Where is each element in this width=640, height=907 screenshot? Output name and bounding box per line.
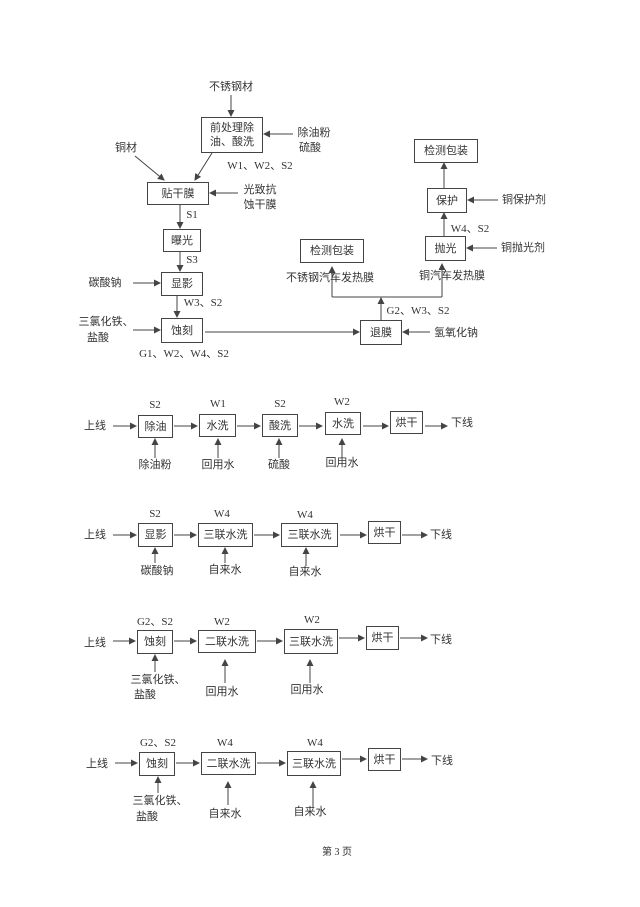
step-input: 自来水 xyxy=(293,805,327,818)
step-input: 回用水 xyxy=(290,683,324,696)
step-input: 碳酸钠 xyxy=(140,564,174,577)
step-box: 蚀刻 xyxy=(137,630,173,654)
flow-start: 上线 xyxy=(86,757,108,770)
step-emission: W4 xyxy=(307,737,323,749)
flow-end: 下线 xyxy=(430,528,452,541)
sulfuric-acid-label: 硫酸 xyxy=(299,141,321,154)
step-emission: S2 xyxy=(149,508,161,520)
flow-start: 上线 xyxy=(84,419,106,432)
sodium-carbonate-label: 碳酸钠 xyxy=(88,276,122,289)
step-input: 自来水 xyxy=(208,807,242,820)
step-box: 显影 xyxy=(138,523,173,547)
step-input: 自来水 xyxy=(288,565,322,578)
polish-box: 抛光 xyxy=(425,236,466,261)
sodium-hydroxide-label: 氢氧化钠 xyxy=(434,326,478,339)
inspect-pack-left-box: 检测包装 xyxy=(300,239,364,263)
step-emission: S2 xyxy=(149,399,161,411)
develop-emission: W3、S2 xyxy=(183,297,223,309)
pretreat-line1: 前处理除 xyxy=(210,121,254,134)
step-emission: G2、S2 xyxy=(139,737,177,749)
step-emission: W2 xyxy=(304,614,320,626)
step-emission: W1 xyxy=(210,398,226,410)
step-box: 水洗 xyxy=(199,414,236,437)
step-box: 三联水洗 xyxy=(284,629,338,654)
etch-chem-1: 三氯化铁、 xyxy=(78,315,134,328)
step-input: 自来水 xyxy=(208,563,242,576)
step-input-2: 盐酸 xyxy=(136,810,158,823)
step-box: 三联水洗 xyxy=(281,523,338,547)
laminate-box: 贴干膜 xyxy=(147,182,209,205)
step-box: 酸洗 xyxy=(262,414,298,437)
s1-emission: S1 xyxy=(186,209,198,221)
degrease-powder-label: 除油粉 xyxy=(297,126,331,139)
step-box: 蚀刻 xyxy=(139,752,175,776)
step-input-2: 盐酸 xyxy=(134,688,156,701)
step-emission: S2 xyxy=(274,398,286,410)
step-box: 烘干 xyxy=(368,748,401,771)
film-label-1: 光致抗 xyxy=(243,183,277,196)
step-input: 除油粉 xyxy=(138,458,172,471)
flow-start: 上线 xyxy=(84,528,106,541)
protect-agent-label: 铜保护剂 xyxy=(502,193,546,206)
step-input: 回用水 xyxy=(201,458,235,471)
step-box: 烘干 xyxy=(390,411,423,434)
flow-end: 下线 xyxy=(451,416,473,429)
protect-box: 保护 xyxy=(427,188,467,213)
inspect-pack-right-box: 检测包装 xyxy=(414,139,478,163)
develop-box: 显影 xyxy=(161,272,203,296)
stainless-input-label: 不锈钢材 xyxy=(209,80,253,93)
step-box: 三联水洗 xyxy=(287,751,341,776)
step-emission: W2 xyxy=(214,616,230,628)
step-emission: W4 xyxy=(217,737,233,749)
step-box: 烘干 xyxy=(366,626,399,650)
step-box: 三联水洗 xyxy=(198,523,253,547)
exposure-box: 曝光 xyxy=(163,229,201,252)
step-box: 除油 xyxy=(138,415,173,438)
etch-emission: G1、W2、W4、S2 xyxy=(139,348,229,360)
step-input-1: 三氯化铁、 xyxy=(130,673,186,686)
flow-end: 下线 xyxy=(430,633,452,646)
flow-start: 上线 xyxy=(84,636,106,649)
copper-input-label: 铜材 xyxy=(115,141,137,154)
film-label-2: 蚀干膜 xyxy=(243,198,277,211)
polish-agent-label: 铜抛光剂 xyxy=(501,241,545,254)
pretreat-emission: W1、W2、S2 xyxy=(227,160,293,172)
strip-box: 退膜 xyxy=(360,320,402,345)
step-box: 水洗 xyxy=(325,412,361,435)
step-emission: G2、S2 xyxy=(136,616,174,628)
etch-box: 蚀刻 xyxy=(161,318,203,343)
stainless-product-label: 不锈钢汽车发热膜 xyxy=(286,271,374,284)
page-number: 第 3 页 xyxy=(322,847,352,858)
pretreat-box: 前处理除 油、酸洗 xyxy=(201,117,263,153)
step-box: 二联水洗 xyxy=(198,630,256,653)
step-box: 二联水洗 xyxy=(201,752,256,775)
step-box: 烘干 xyxy=(368,521,401,544)
etch-chem-2: 盐酸 xyxy=(87,331,109,344)
step-input: 回用水 xyxy=(205,685,239,698)
step-emission: W4 xyxy=(297,509,313,521)
step-emission: W4 xyxy=(214,508,230,520)
pretreat-line2: 油、酸洗 xyxy=(210,135,254,148)
flow-end: 下线 xyxy=(431,754,453,767)
polish-emission: W4、S2 xyxy=(450,223,490,235)
step-input: 回用水 xyxy=(325,456,359,469)
step-input-1: 三氯化铁、 xyxy=(132,794,188,807)
step-emission: W2 xyxy=(334,396,350,408)
strip-emission: G2、W3、S2 xyxy=(386,305,450,317)
s3-emission: S3 xyxy=(186,254,198,266)
copper-product-label: 铜汽车发热膜 xyxy=(419,269,485,282)
step-input: 硫酸 xyxy=(268,458,290,471)
